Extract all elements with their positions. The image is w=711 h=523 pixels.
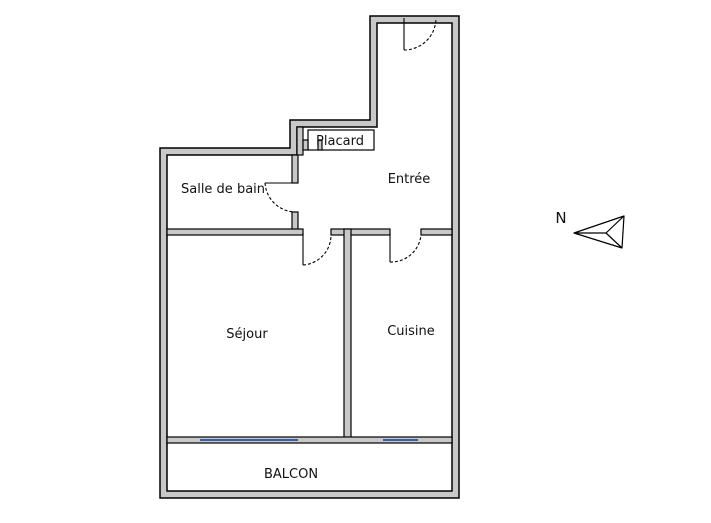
door-sejour-swing (302, 234, 332, 266)
wall-mid-left (166, 228, 304, 236)
room-label-cuisine: Cuisine (387, 324, 435, 339)
interior-walls (166, 126, 453, 444)
door-cuisine-swing (389, 234, 422, 263)
door-entrance-swing (403, 17, 437, 51)
room-label-entree: Entrée (388, 172, 431, 187)
wall-placard-left (296, 126, 304, 156)
doors (264, 17, 437, 266)
wall-sejour-cuisine (343, 228, 352, 440)
wall-bathroom-upper (291, 154, 299, 184)
room-label-placard: Placard (316, 134, 364, 149)
room-label-sejour: Séjour (226, 327, 268, 342)
exterior-wall (159, 15, 460, 499)
wall-balcony (166, 436, 453, 444)
room-label-balcon: BALCON (264, 467, 318, 482)
placard-jamb-a (302, 139, 309, 151)
room-label-salle-de-bain: Salle de bain (181, 182, 265, 197)
north-label: N (555, 209, 566, 227)
door-bathroom-swing (264, 182, 297, 213)
placard-jamb-b (317, 139, 323, 151)
wall-mid-center (330, 228, 391, 236)
north-arrow: N (555, 209, 625, 249)
wall-mid-right (420, 228, 453, 236)
north-arrow-icon (573, 215, 625, 249)
